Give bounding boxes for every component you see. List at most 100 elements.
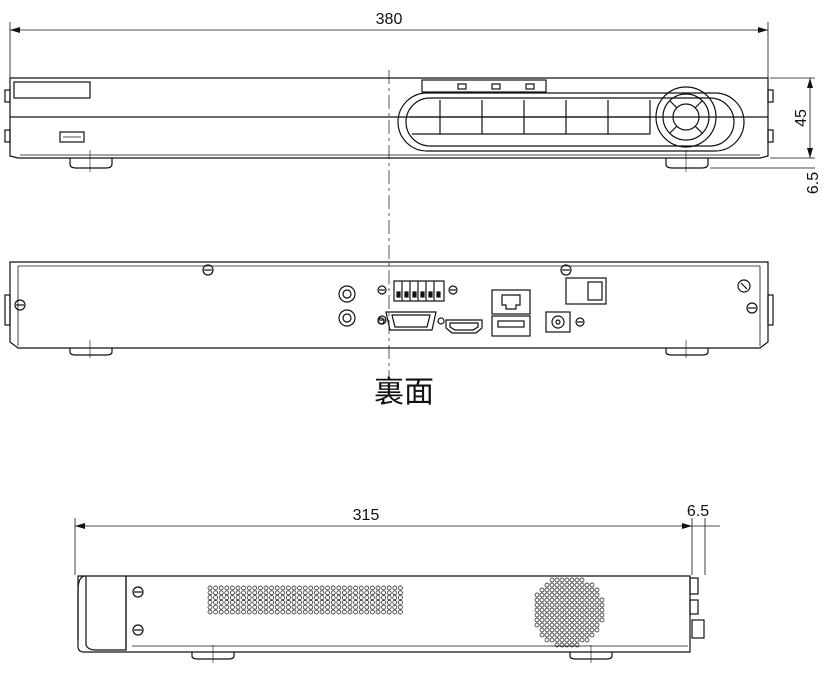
vent-hole xyxy=(358,600,364,605)
speaker-hole xyxy=(549,637,555,643)
vent-hole xyxy=(230,585,235,591)
speaker-hole xyxy=(549,592,555,598)
speaker-hole xyxy=(559,617,565,623)
vent-hole xyxy=(358,585,364,591)
front-height-dimension: 45 xyxy=(793,109,810,127)
speaker-hole xyxy=(559,602,565,608)
speaker-hole xyxy=(549,602,555,608)
vent-hole xyxy=(269,600,274,605)
led-strip xyxy=(421,79,547,93)
speaker-hole xyxy=(569,577,575,583)
vent-hole xyxy=(235,609,241,615)
vent-hole xyxy=(218,590,224,596)
vent-hole xyxy=(235,595,241,600)
vent-hole xyxy=(207,609,213,615)
speaker-hole xyxy=(549,622,555,628)
speaker-hole xyxy=(534,607,540,613)
speaker-hole xyxy=(569,582,575,588)
vent-hole xyxy=(398,609,403,615)
speaker-hole xyxy=(574,587,580,593)
vent-hole xyxy=(269,595,274,600)
vent-hole xyxy=(342,590,347,596)
vent-hole xyxy=(370,595,375,600)
vent-hole xyxy=(241,585,246,591)
vent-hole xyxy=(213,585,218,591)
vent-hole xyxy=(207,604,213,610)
speaker-hole xyxy=(584,587,590,593)
speaker-hole xyxy=(559,622,565,628)
vent-hole xyxy=(386,600,392,605)
front-button-panel xyxy=(397,92,745,152)
vent-hole xyxy=(386,604,392,610)
speaker-hole xyxy=(549,627,555,633)
screw xyxy=(746,302,758,314)
vent-hole xyxy=(308,590,314,596)
vent-hole xyxy=(398,595,403,600)
speaker-hole xyxy=(564,617,570,623)
speaker-hole xyxy=(589,612,595,618)
speaker-hole xyxy=(569,617,575,623)
vent-hole xyxy=(263,595,269,600)
speaker-hole xyxy=(579,627,585,633)
vent-hole xyxy=(252,585,258,591)
speaker-hole xyxy=(559,627,565,633)
speaker-hole xyxy=(544,617,550,623)
speaker-hole xyxy=(589,602,595,608)
speaker-hole xyxy=(539,627,545,633)
vent-hole xyxy=(269,609,274,615)
speaker-hole xyxy=(594,587,600,593)
speaker-hole xyxy=(539,592,545,598)
side-view: 315 6.5 xyxy=(74,503,720,663)
speaker-hole xyxy=(574,612,580,618)
vent-hole xyxy=(302,600,308,605)
speaker-hole xyxy=(584,622,590,628)
led-indicator xyxy=(491,83,501,90)
vent-hole xyxy=(274,604,280,610)
vent-hole xyxy=(347,609,353,615)
speaker-hole xyxy=(544,602,550,608)
speaker-hole xyxy=(584,632,590,638)
vent-hole xyxy=(308,585,314,591)
speaker-hole xyxy=(564,587,570,593)
vent-hole xyxy=(392,604,398,610)
vent-hole xyxy=(336,604,342,610)
vent-hole xyxy=(336,609,342,615)
vent-hole xyxy=(286,590,291,596)
speaker-hole xyxy=(589,632,595,638)
speaker-hole xyxy=(554,632,560,638)
vent-grid xyxy=(207,585,403,615)
led-indicator xyxy=(525,83,535,90)
vent-hole xyxy=(370,585,375,591)
vent-hole xyxy=(263,600,269,605)
speaker-hole xyxy=(554,587,560,593)
speaker-hole xyxy=(539,612,545,618)
vent-hole xyxy=(325,609,330,615)
speaker-hole xyxy=(544,592,550,598)
vent-hole xyxy=(398,604,403,610)
vent-hole xyxy=(392,590,398,596)
speaker-hole xyxy=(554,642,560,648)
vent-hole xyxy=(235,604,241,610)
screw xyxy=(14,299,26,311)
vent-hole xyxy=(347,600,353,605)
speaker-hole xyxy=(579,577,585,583)
speaker-hole xyxy=(554,627,560,633)
vent-hole xyxy=(241,609,246,615)
vent-hole xyxy=(347,604,353,610)
vent-hole xyxy=(269,585,274,591)
foot xyxy=(665,158,709,169)
side-foot-dimension: 6.5 xyxy=(687,503,709,520)
vent-hole xyxy=(252,609,258,615)
vent-hole xyxy=(230,595,235,600)
speaker-hole xyxy=(589,592,595,598)
foot xyxy=(69,158,113,169)
vent-hole xyxy=(207,595,213,600)
speaker-hole xyxy=(554,612,560,618)
vent-hole xyxy=(258,595,263,600)
vent-hole xyxy=(286,609,291,615)
speaker-hole xyxy=(544,597,550,603)
vent-hole xyxy=(274,595,280,600)
speaker-hole xyxy=(554,617,560,623)
speaker-hole xyxy=(549,617,555,623)
speaker-hole xyxy=(559,607,565,613)
